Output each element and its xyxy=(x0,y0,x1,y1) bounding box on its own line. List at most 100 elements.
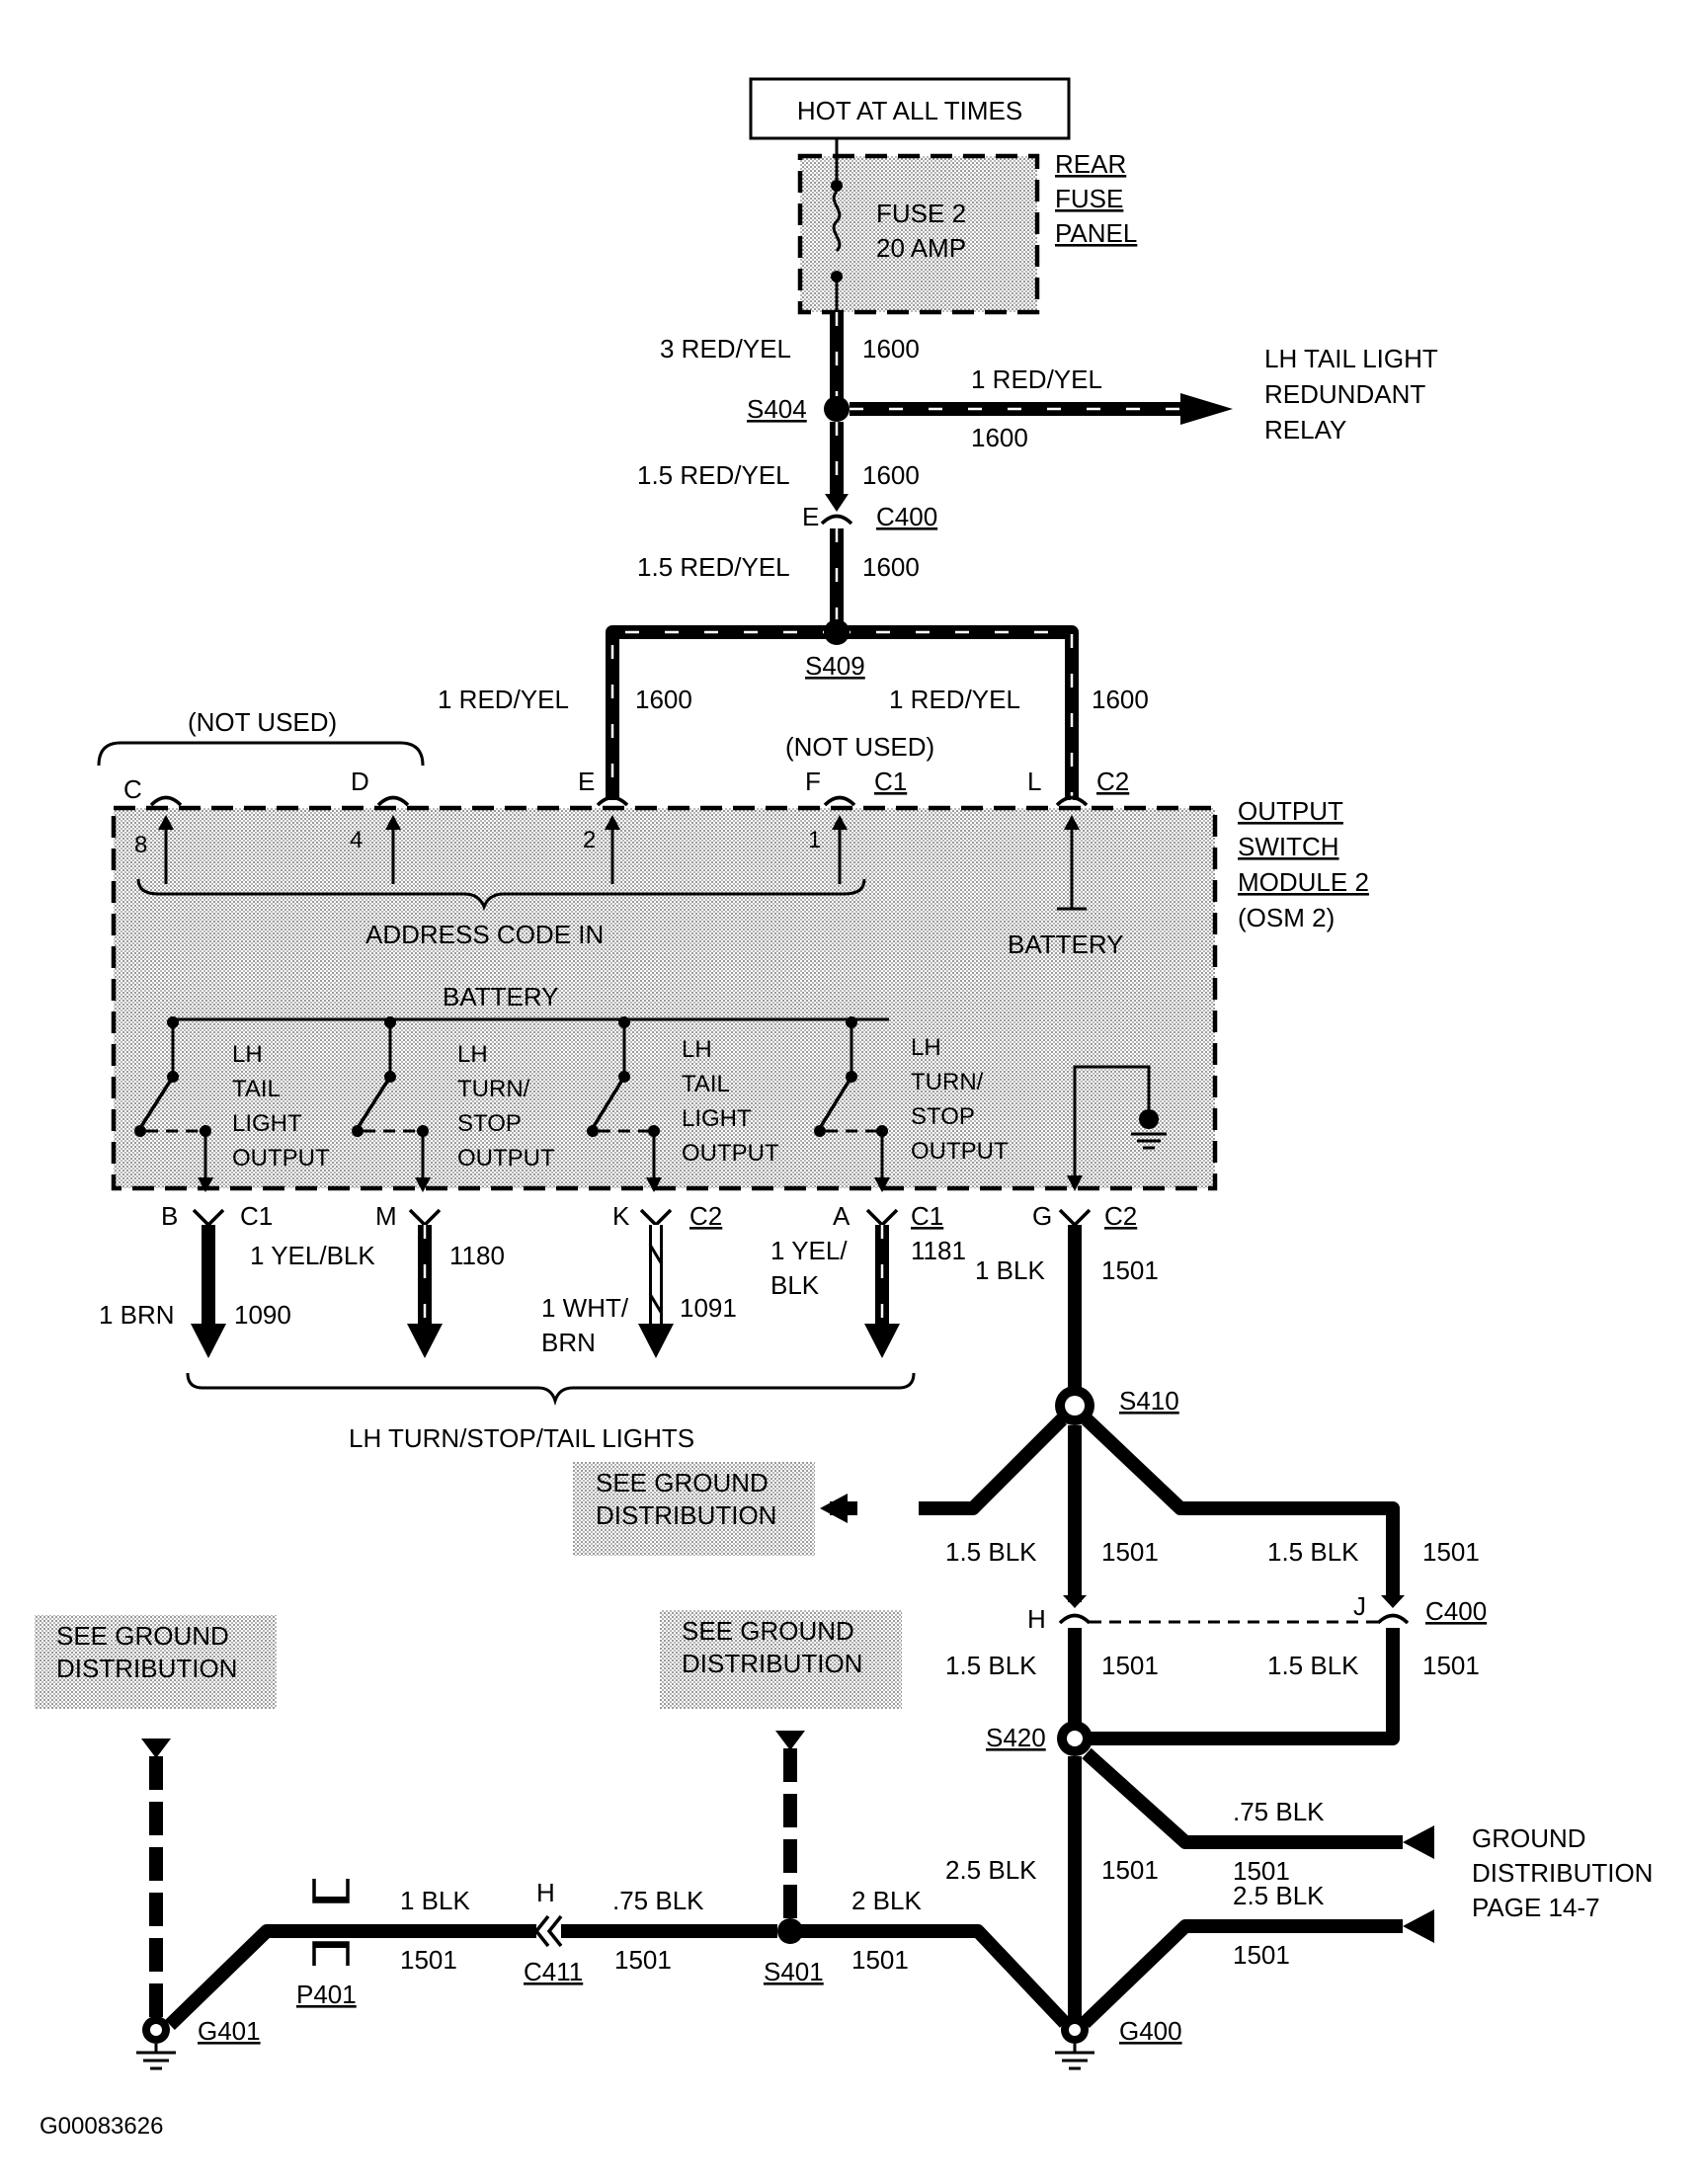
connector-c2-top: C2 xyxy=(1096,767,1129,796)
circuit-label-1501-g2: 1501 xyxy=(614,1945,672,1975)
wire-1180 xyxy=(407,1225,443,1358)
ground-dist-line1: GROUND xyxy=(1472,1823,1586,1853)
circuit-label-1600-right: 1600 xyxy=(1092,685,1149,714)
pin-num-8: 8 xyxy=(134,832,147,858)
connector-c411 xyxy=(533,1914,550,1948)
ground-dist-line3: PAGE 14-7 xyxy=(1472,1893,1600,1922)
wire-label-25blk-a: 2.5 BLK xyxy=(945,1855,1037,1885)
circuit-label-1501-b: 1501 xyxy=(1422,1537,1480,1567)
wire-s404-to-c400 xyxy=(825,422,849,512)
circuit-label-1501-d: 1501 xyxy=(1422,1651,1480,1680)
power-source-label: HOT AT ALL TIMES xyxy=(797,96,1022,125)
pin-k: K xyxy=(612,1201,630,1231)
circuit-label-1501-a: 1501 xyxy=(1101,1537,1159,1567)
fuse-line-1: FUSE 2 xyxy=(876,199,966,228)
ground-g400 xyxy=(1055,2016,1094,2070)
wire-s420-to-ground-dist xyxy=(1082,1747,1403,1849)
arrow-see-ground-3-icon xyxy=(141,1739,171,1758)
fuse-icon xyxy=(832,190,842,253)
not-used-mid-label: (NOT USED) xyxy=(785,732,934,762)
connector-c2-g: C2 xyxy=(1104,1201,1137,1231)
relay-label-1: LH TAIL LIGHT xyxy=(1264,344,1438,373)
see-ground-box-1 xyxy=(573,1462,815,1556)
circuit-label-1501-g: 1501 xyxy=(1101,1255,1159,1285)
wire-label-1brn: 1 BRN xyxy=(99,1300,175,1330)
output4-line4: OUTPUT xyxy=(911,1138,1009,1165)
pin-e: E xyxy=(578,767,595,796)
wire-label-15blk-d: 1.5 BLK xyxy=(1267,1651,1359,1680)
not-used-bracket xyxy=(97,741,425,767)
circuit-label-1180: 1180 xyxy=(449,1241,505,1270)
wire-label-1redyel-right: 1 RED/YEL xyxy=(889,685,1020,714)
arrow-ground-dist-1-icon xyxy=(1403,1825,1434,1859)
pin-num-2: 2 xyxy=(583,827,596,853)
connector-c1-top: C1 xyxy=(874,767,907,796)
output1-line2: TAIL xyxy=(232,1076,281,1102)
wire-s404-to-relay xyxy=(850,393,1233,425)
circuit-label-1501-e: 1501 xyxy=(1101,1855,1159,1885)
fuse-panel-label-2: FUSE xyxy=(1055,184,1123,213)
hot-at-all-times-box: HOT AT ALL TIMES xyxy=(749,77,1071,140)
circuit-label-1091: 1091 xyxy=(680,1293,737,1323)
wire-label-1yelblk-b-2: BLK xyxy=(770,1270,820,1300)
circuit-label-1501-f: 1501 xyxy=(851,1945,909,1975)
pin-g: G xyxy=(1032,1201,1052,1231)
circuit-label-1501-h: 1501 xyxy=(400,1945,457,1975)
pin-m: M xyxy=(375,1201,397,1231)
wire-label-1blk-g: 1 BLK xyxy=(975,1255,1045,1285)
wire-1091 xyxy=(638,1225,674,1358)
see-ground-1-line1: SEE GROUND xyxy=(596,1468,769,1497)
output1-line1: LH xyxy=(232,1041,263,1068)
internal-ground-icon xyxy=(1139,1109,1159,1129)
battery-upper-label: BATTERY xyxy=(443,982,559,1011)
wire-label-2blk: 2 BLK xyxy=(851,1886,922,1915)
pin-num-4: 4 xyxy=(350,827,363,853)
wire-label-15blk-b: 1.5 BLK xyxy=(1267,1537,1359,1567)
connector-c1-b: C1 xyxy=(240,1201,273,1231)
pin-j-c400: J xyxy=(1353,1591,1366,1621)
output4-line2: TURN/ xyxy=(911,1069,984,1095)
ground-g400-label: G400 xyxy=(1119,2016,1182,2046)
splice-s420-label: S420 xyxy=(986,1723,1046,1752)
wire-label-075blk-l: .75 BLK xyxy=(612,1886,704,1915)
splice-s401-label: S401 xyxy=(764,1957,824,1986)
wire-ground-dist-to-g400 xyxy=(1080,1919,1403,2029)
connector-c400-label-bottom: C400 xyxy=(1425,1596,1487,1626)
not-used-left-label: (NOT USED) xyxy=(188,707,337,737)
output3-line4: OUTPUT xyxy=(682,1140,779,1167)
circuit-label-1501-r1: 1501 xyxy=(1233,1856,1290,1886)
module-label-4: (OSM 2) xyxy=(1238,903,1335,932)
fuse-panel-label-1: REAR xyxy=(1055,149,1126,179)
wire-label-1whtbrn-2: BRN xyxy=(541,1328,596,1357)
output-switch-module xyxy=(111,795,1218,1192)
pin-l: L xyxy=(1027,767,1041,796)
output3-line2: TAIL xyxy=(682,1071,730,1097)
output2-line1: LH xyxy=(457,1041,488,1068)
connector-c400-j xyxy=(1376,1613,1410,1625)
ground-g401-label: G401 xyxy=(198,2016,261,2046)
switch-2 xyxy=(352,1016,431,1192)
connector-c1-a: C1 xyxy=(911,1201,943,1231)
bottom-connectors xyxy=(192,1208,1092,1228)
connector-c411-label: C411 xyxy=(524,1957,583,1986)
fuse-line-2: 20 AMP xyxy=(876,233,966,263)
connector-p401-label: P401 xyxy=(296,1980,357,2009)
module-label-3: MODULE 2 xyxy=(1238,867,1369,897)
circuit-label-1600-relay: 1600 xyxy=(971,423,1028,452)
pin-h-c411: H xyxy=(536,1878,555,1907)
connector-c400-h xyxy=(1058,1613,1092,1625)
wire-label-15redyel-b: 1.5 RED/YEL xyxy=(637,552,790,582)
switch-4 xyxy=(814,1016,890,1192)
wire-label-15blk-c: 1.5 BLK xyxy=(945,1651,1037,1680)
arrow-see-ground-icon xyxy=(820,1494,848,1523)
connector-c400-label-top: C400 xyxy=(876,502,937,531)
circuit-label-1600-b: 1600 xyxy=(862,460,920,490)
wire-label-1yelblk: 1 YEL/BLK xyxy=(250,1241,375,1270)
battery-inner-label: BATTERY xyxy=(1008,930,1124,959)
see-ground-box-3 xyxy=(35,1615,277,1709)
relay-label-2: REDUNDANT xyxy=(1264,379,1425,409)
pin-d: D xyxy=(351,767,369,796)
figure-id: G00083626 xyxy=(40,2113,163,2140)
circuit-label-1600-c: 1600 xyxy=(862,552,920,582)
